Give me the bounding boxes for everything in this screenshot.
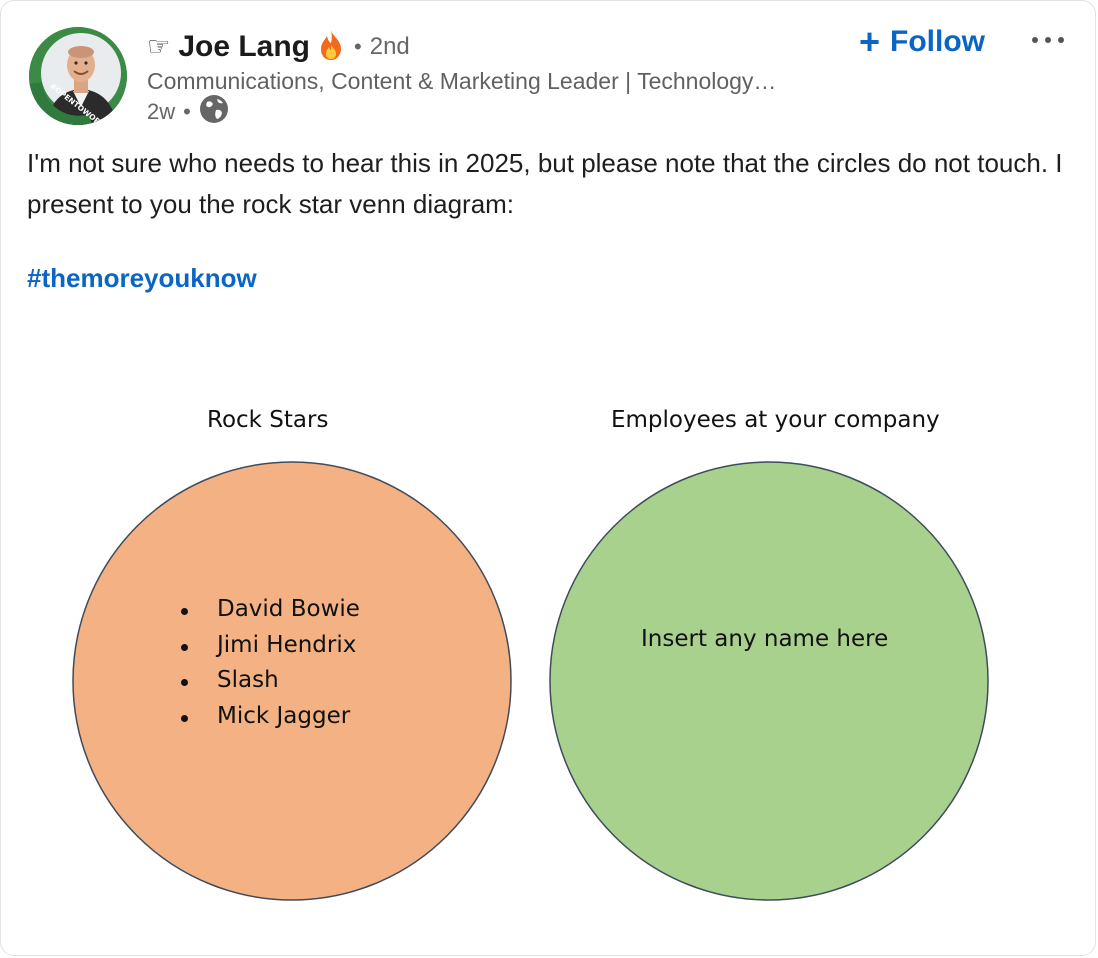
post-meta: 2w •: [147, 94, 229, 130]
post-text: I'm not sure who needs to hear this in 2…: [27, 148, 1063, 219]
left-set-title: Rock Stars: [207, 407, 329, 433]
connection-degree: 2nd: [369, 33, 410, 60]
fire-icon: [318, 29, 344, 66]
list-item: Jimi Hendrix: [177, 632, 360, 668]
right-set-title: Employees at your company: [611, 407, 940, 433]
list-item: David Bowie: [177, 596, 360, 632]
degree-separator: •: [354, 34, 362, 59]
pointing-hand-icon: ☞: [147, 32, 171, 62]
rock-stars-list: David Bowie Jimi Hendrix Slash Mick Jagg…: [177, 596, 360, 738]
list-item: Mick Jagger: [177, 703, 360, 739]
author-headline[interactable]: Communications, Content & Marketing Lead…: [147, 68, 777, 94]
hashtag-link[interactable]: #themoreyouknow: [27, 263, 257, 293]
author-avatar[interactable]: #OPENTOWORK: [29, 27, 127, 125]
list-item: Slash: [177, 667, 360, 703]
follow-label: Follow: [890, 25, 986, 58]
left-circle: [72, 461, 512, 901]
author-name[interactable]: Joe Lang: [178, 30, 311, 63]
follow-button[interactable]: + Follow: [853, 21, 991, 63]
post-time: 2w: [147, 99, 176, 124]
right-circle: [549, 461, 989, 901]
meta-separator: •: [183, 99, 191, 124]
right-set-text: Insert any name here: [641, 626, 889, 652]
post-image-venn-diagram[interactable]: Rock Stars Employees at your company Dav…: [1, 341, 1098, 941]
more-options-icon[interactable]: [1025, 25, 1071, 55]
globe-icon: [199, 94, 229, 130]
plus-icon: +: [859, 21, 881, 62]
author-line: ☞ Joe Lang • 2nd: [147, 27, 410, 67]
